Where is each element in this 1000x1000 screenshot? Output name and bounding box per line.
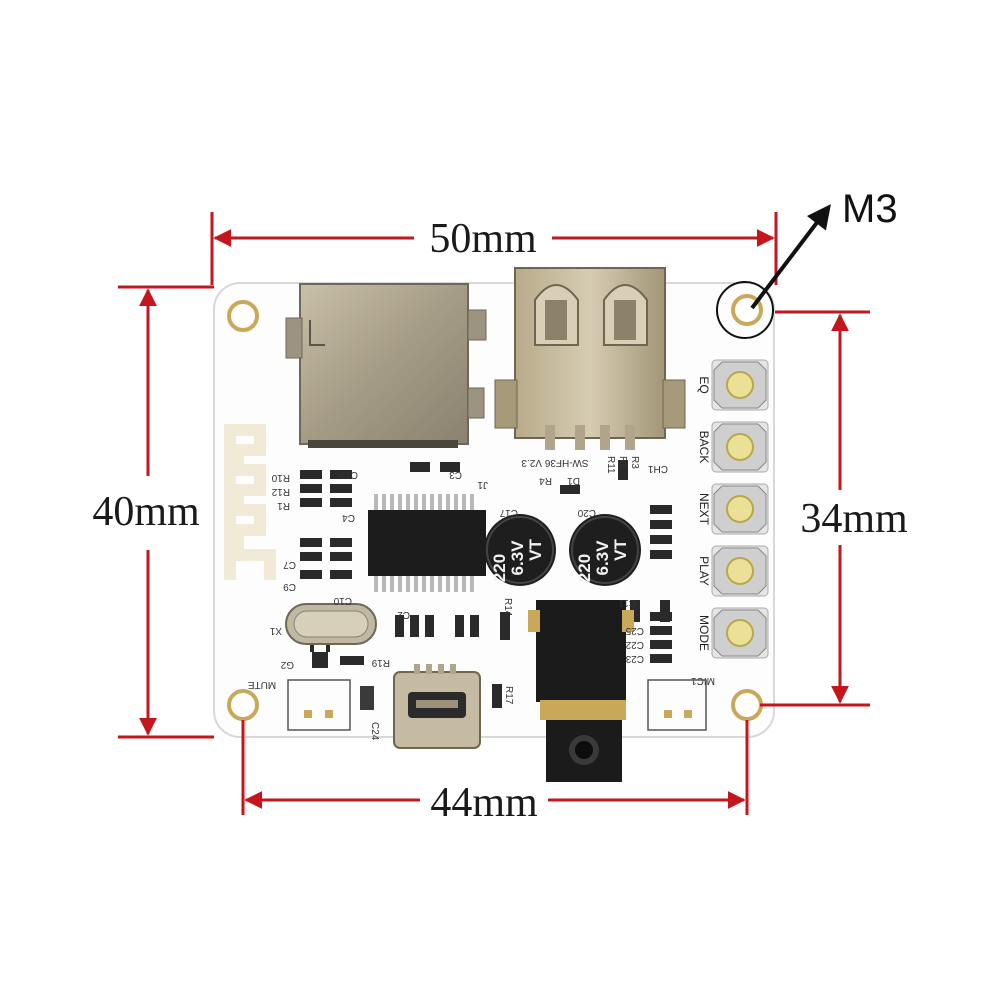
silk-ref-x1: X1 <box>269 625 282 636</box>
tactile-buttons <box>711 359 769 659</box>
silkscreen-labels: SW-HF36 V2.3 MUTE MIC1 R10 R12 R1 C19 C4… <box>248 456 715 741</box>
silk-ref-c4: C4 <box>342 512 355 523</box>
silk-ref-c20: C20 <box>577 507 596 518</box>
button-eq <box>711 359 769 411</box>
button-label-next: NEXT <box>697 493 711 526</box>
silk-ref-c17: C17 <box>499 507 518 518</box>
cap-left-line1: 220 <box>490 554 509 582</box>
silk-ref-c11: C11 <box>618 597 636 608</box>
silk-ref-ch1: CH1 <box>648 463 668 474</box>
silk-ref-r12: R12 <box>271 486 290 497</box>
cap-right-line1: 220 <box>575 554 594 582</box>
bluetooth-antenna-trace <box>224 424 276 580</box>
silkscreen-outlines <box>287 679 707 731</box>
silk-sw-label: SW-HF36 V2.3 <box>521 457 588 468</box>
silk-ref-r3: R3 <box>629 456 640 469</box>
mounting-hole-top-left <box>227 300 259 332</box>
silk-ref-c22: C22 <box>625 639 644 650</box>
dim-label-hole-horizontal: 44mm <box>430 780 538 826</box>
button-label-back: BACK <box>697 431 711 464</box>
button-labels: EQ BACK NEXT PLAY MODE <box>697 376 711 651</box>
audio-jack-3-5mm <box>528 600 634 782</box>
dim-label-hole-vertical: 34mm <box>800 496 908 542</box>
silk-ref-r11: R11 <box>605 456 616 474</box>
button-mode <box>711 607 769 659</box>
silk-ref-c9: C9 <box>283 581 296 592</box>
silk-ref-c3: C3 <box>449 469 462 480</box>
smd-components <box>300 460 692 718</box>
dimension-lines <box>118 212 870 815</box>
button-next <box>711 483 769 535</box>
micro-usb-port <box>393 664 481 749</box>
silk-ref-j1: J1 <box>477 479 488 490</box>
silk-ref-r19: R19 <box>371 657 390 668</box>
usb-a-port <box>494 267 686 450</box>
mounting-hole-bottom-right <box>731 689 763 721</box>
crystal-oscillator <box>285 603 377 645</box>
button-play <box>711 545 769 597</box>
silk-ref-c19: C19 <box>339 469 358 480</box>
button-back <box>711 421 769 473</box>
mounting-hole-highlight-ring <box>716 281 774 339</box>
silk-ref-c2: C2 <box>397 609 410 620</box>
silk-ref-r10: R10 <box>271 472 290 483</box>
button-label-play: PLAY <box>697 556 711 586</box>
silk-ref-r1: R1 <box>277 500 290 511</box>
sd-card-slot <box>285 283 487 448</box>
silk-ref-c23: C23 <box>625 653 644 664</box>
silk-ref-c7: C7 <box>283 559 296 570</box>
silk-ref-c24: C24 <box>369 722 380 741</box>
silk-ref-r14: R14 <box>502 598 513 617</box>
silk-mute: MUTE <box>248 679 277 690</box>
dim-label-width: 50mm <box>429 216 537 262</box>
button-label-eq: EQ <box>697 376 711 393</box>
electrolytic-capacitor-left: 220 6.3V VT <box>484 514 556 586</box>
dim-label-height: 40mm <box>92 489 200 535</box>
mounting-hole-bottom-left <box>227 689 259 721</box>
mounting-holes <box>227 281 774 721</box>
silk-ref-r4: R4 <box>539 475 552 486</box>
button-label-mode: MODE <box>697 615 711 651</box>
m3-callout-arrow <box>750 204 831 310</box>
cap-left-line2: 6.3V <box>508 540 527 576</box>
silk-ref-c10: C10 <box>333 595 352 606</box>
silk-ref-r17: R17 <box>503 686 514 705</box>
ic-pins-bottom <box>374 576 474 592</box>
m3-label: M3 <box>842 187 898 231</box>
silk-ref-d1: D1 <box>567 475 580 486</box>
main-ic-chip <box>368 494 486 592</box>
silk-ref-g2: G2 <box>280 659 294 670</box>
cap-left-line3: VT <box>526 539 545 561</box>
cap-right-line2: 6.3V <box>593 540 612 576</box>
silk-ref-c25: C25 <box>625 625 644 636</box>
silk-ref-r2: R2 <box>617 456 628 469</box>
electrolytic-capacitor-right: 220 6.3V VT <box>569 514 641 586</box>
cap-right-line3: VT <box>611 539 630 561</box>
ic-pins-top <box>374 494 474 510</box>
